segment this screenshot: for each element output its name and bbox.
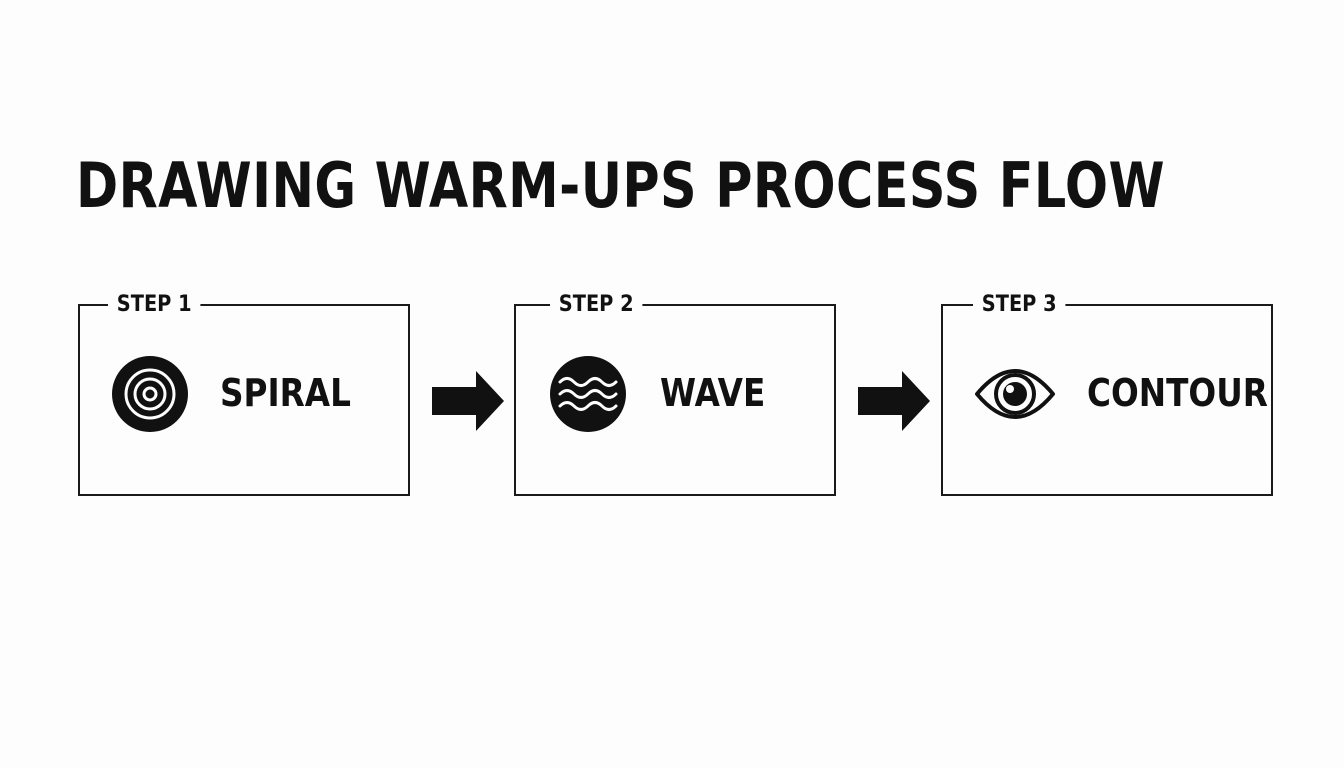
step-3-label: STEP 3 xyxy=(973,292,1066,318)
spiral-icon xyxy=(108,352,192,436)
arrow-icon xyxy=(430,370,506,432)
step-3-box: STEP 3 CONTOUR xyxy=(941,292,1273,496)
step-1-label: STEP 1 xyxy=(108,292,201,318)
arrow-icon xyxy=(856,370,932,432)
step-1-box: STEP 1 SPIRAL xyxy=(78,292,410,496)
wave-icon xyxy=(546,352,630,436)
eye-icon xyxy=(973,352,1057,436)
step-1-name: SPIRAL xyxy=(220,371,351,415)
step-2-label: STEP 2 xyxy=(550,292,643,318)
step-2-name: WAVE xyxy=(660,371,766,415)
step-2-box: STEP 2 WAVE xyxy=(514,292,836,496)
step-3-name: CONTOUR xyxy=(1087,371,1268,415)
page-title: DRAWING WARM-UPS PROCESS FLOW xyxy=(76,149,1166,222)
